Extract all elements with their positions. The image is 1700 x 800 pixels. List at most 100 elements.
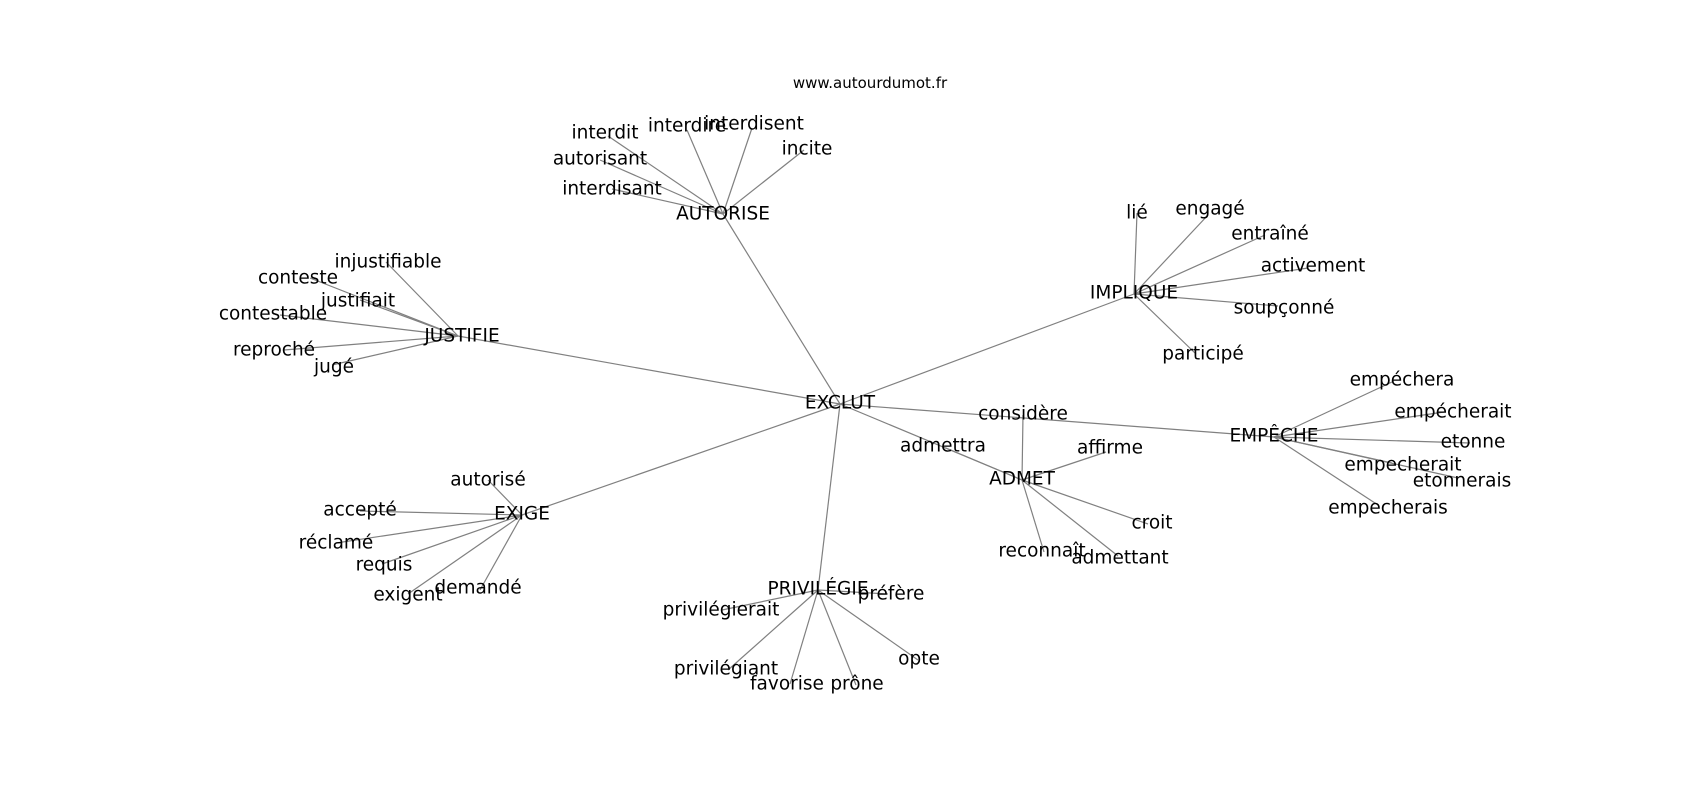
edge-justifie-justifiait (359, 299, 459, 337)
edge-empeche-empechera (1273, 381, 1393, 438)
edge-exige-demande (479, 514, 523, 591)
node-label-lie[interactable]: lié (1126, 203, 1148, 224)
edge-privilegie-opte (817, 589, 919, 661)
node-label-incite[interactable]: incite (782, 139, 833, 160)
edge-justifie-injustifiable (385, 261, 459, 337)
node-label-autorise-min[interactable]: autorisé (450, 470, 525, 491)
edge-autorise-interdisant (611, 188, 724, 215)
node-label-prefere[interactable]: préfère (858, 584, 925, 605)
node-label-justifiait[interactable]: justifiait (320, 291, 395, 312)
edge-admet-affirme (1021, 451, 1107, 481)
edge-privilegie-favorise (789, 589, 819, 685)
node-label-interdit[interactable]: interdit (572, 123, 639, 144)
node-label-engage[interactable]: engagé (1175, 199, 1244, 220)
graph-nodes: EXCLUT AUTORISE interdit interdireinterdise… (219, 114, 1512, 695)
node-label-demande[interactable]: demandé (434, 578, 521, 599)
edge-implique-activement (1133, 267, 1309, 295)
edge-justifie-juge (331, 335, 459, 366)
edge-exige-reclame (335, 514, 523, 544)
node-label-empecherais[interactable]: empecherais (1328, 498, 1448, 519)
node-label-admettra[interactable]: admettra (900, 436, 986, 457)
edge-exclut-exige (521, 403, 841, 516)
edge-admet-considere (1021, 414, 1024, 481)
edge-empeche-empecherait_acc (1273, 411, 1445, 438)
node-label-privilegierait[interactable]: privilégierait (663, 600, 780, 621)
edge-admet-admettant (1021, 479, 1119, 557)
edge-privilegie-prone (817, 589, 857, 686)
node-label-admettant[interactable]: admettant (1071, 548, 1168, 569)
edge-autorise-interdisent (722, 127, 753, 215)
node-label-prone[interactable]: prône (830, 674, 883, 695)
edge-empeche-etonnerais (1273, 436, 1459, 479)
node-label-activement[interactable]: activement (1261, 256, 1366, 277)
graph-edges (279, 127, 1471, 686)
node-label-juge[interactable]: jugé (313, 357, 354, 378)
node-label-affirme[interactable]: affirme (1077, 438, 1143, 459)
node-label-entraine[interactable]: entraîné (1231, 224, 1309, 245)
node-label-empecherait-acc[interactable]: empécherait (1394, 402, 1511, 423)
edge-autorise-interdire (686, 129, 724, 215)
node-label-conteste[interactable]: conteste (258, 268, 338, 289)
node-label-empecherait[interactable]: empecherait (1344, 455, 1461, 476)
node-label-etonnerais[interactable]: etonnerais (1413, 471, 1512, 492)
node-label-etonne[interactable]: etonne (1441, 432, 1506, 453)
node-label-accepte[interactable]: accepté (323, 500, 396, 521)
node-label-interdire[interactable]: interdire (648, 116, 726, 137)
node-label-exige[interactable]: EXIGE (494, 504, 550, 525)
edge-exclut-privilegie (817, 403, 841, 591)
edge-exclut-autorise (722, 213, 841, 405)
edge-implique-participe (1133, 293, 1197, 355)
edge-exige-requis (381, 514, 523, 565)
edge-justifie-reproche (283, 335, 459, 351)
edge-empeche-etonne (1273, 436, 1471, 444)
node-label-reconnait[interactable]: reconnaît (998, 541, 1085, 562)
edge-autorise-autorisant (599, 159, 724, 215)
node-label-interdisant[interactable]: interdisant (562, 179, 662, 200)
node-label-contestable[interactable]: contestable (219, 304, 327, 325)
node-label-requis[interactable]: requis (356, 555, 413, 576)
node-label-reproche[interactable]: reproché (233, 340, 315, 361)
edge-privilegie-privilegiant (727, 589, 819, 671)
edge-implique-lie (1133, 212, 1138, 295)
edge-admet-croit (1021, 479, 1149, 525)
node-label-justifie[interactable]: JUSTIFIE (423, 326, 499, 347)
edge-exclut-implique (839, 293, 1135, 405)
node-label-autorisant[interactable]: autorisant (553, 149, 647, 170)
node-label-admet[interactable]: ADMET (989, 469, 1056, 490)
edge-autorise-incite (722, 149, 805, 215)
node-label-croit[interactable]: croit (1131, 513, 1172, 534)
edge-implique-engage (1133, 214, 1209, 295)
edge-privilegie-prefere (817, 589, 889, 595)
edge-admet-reconnait (1021, 479, 1045, 553)
node-label-autorise[interactable]: AUTORISE (676, 204, 770, 225)
node-label-opte[interactable]: opte (898, 649, 940, 670)
edge-admet-admettra (945, 447, 1023, 481)
edge-implique-entraine (1133, 234, 1266, 295)
node-label-considere[interactable]: considère (978, 404, 1068, 425)
edge-empeche-empecherais (1273, 436, 1379, 506)
edge-exige-exigent (407, 514, 523, 595)
node-label-empechera[interactable]: empéchera (1350, 370, 1455, 391)
node-label-exclut[interactable]: EXCLUT (805, 393, 876, 414)
edge-implique-soupconne (1133, 293, 1279, 307)
node-label-exigent[interactable]: exigent (373, 585, 442, 606)
node-label-soupconne[interactable]: soupçonné (1234, 298, 1335, 319)
node-label-participe[interactable]: participé (1162, 344, 1244, 365)
edge-exige-accepte (359, 510, 523, 516)
node-label-privilegie[interactable]: PRIVILÉGIE (767, 578, 868, 600)
edge-exige-autorise_min (487, 479, 523, 516)
node-label-injustifiable[interactable]: injustifiable (334, 252, 441, 273)
edge-exclut-empeche (839, 403, 1275, 438)
edge-exclut-justifie (457, 335, 841, 405)
edge-privilegie-privilegierait (721, 589, 819, 611)
edge-autorise-interdit (607, 135, 724, 215)
node-label-reclame[interactable]: réclamé (299, 533, 374, 554)
node-label-interdisent[interactable]: interdisent (704, 114, 804, 135)
node-label-privilegiant[interactable]: privilégiant (674, 659, 778, 680)
edge-justifie-contestable (279, 314, 459, 337)
source-label: www.autourdumot.fr (793, 74, 948, 92)
node-label-empeche[interactable]: EMPÊCHE (1229, 425, 1318, 447)
node-label-favorise[interactable]: favorise (750, 674, 824, 695)
node-label-implique[interactable]: IMPLIQUE (1090, 283, 1178, 304)
